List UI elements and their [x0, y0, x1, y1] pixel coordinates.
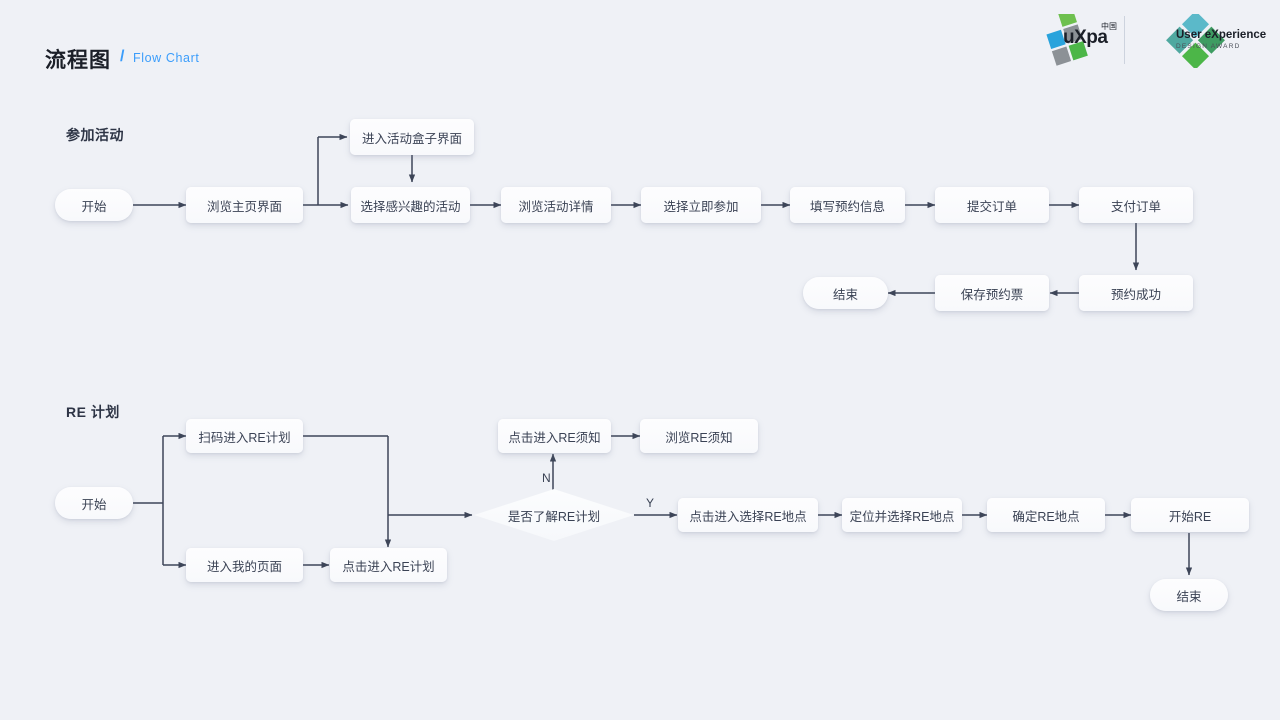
node-select-interested-activity[interactable]: 选择感兴趣的活动	[351, 187, 470, 223]
node-start-join[interactable]: 开始	[55, 189, 133, 221]
node-click-enter-re-notice[interactable]: 点击进入RE须知	[498, 419, 611, 453]
node-end-re[interactable]: 结束	[1150, 579, 1228, 611]
uxda-subtitle: DESIGN AWARD	[1176, 43, 1241, 50]
page-title-en: Flow Chart	[133, 51, 200, 65]
node-fill-booking-info[interactable]: 填写预约信息	[790, 187, 905, 223]
node-select-join-now[interactable]: 选择立即参加	[641, 187, 761, 223]
title-separator: /	[120, 48, 125, 65]
node-pay-order[interactable]: 支付订单	[1079, 187, 1193, 223]
uxpa-squares-icon	[1046, 14, 1088, 66]
node-decision-know-re-plan[interactable]: 是否了解RE计划	[474, 489, 634, 541]
node-enter-activity-box[interactable]: 进入活动盒子界面	[350, 119, 474, 155]
section-heading-re-plan: RE 计划	[66, 404, 120, 420]
edge-label-yes: Y	[646, 496, 655, 510]
logo-divider	[1124, 16, 1125, 64]
node-end-join[interactable]: 结束	[803, 277, 888, 309]
uxda-wordmark: User eXperience	[1176, 29, 1267, 41]
edge-label-no: N	[542, 471, 551, 485]
page-title: 流程图	[45, 49, 111, 72]
node-booking-success[interactable]: 预约成功	[1079, 275, 1193, 311]
node-click-choose-re-location[interactable]: 点击进入选择RE地点	[678, 498, 818, 532]
uxpa-wordmark: uXpa	[1063, 27, 1108, 48]
section-heading-join-activity: 参加活动	[66, 127, 124, 143]
node-browse-home[interactable]: 浏览主页界面	[186, 187, 303, 223]
node-save-booking-ticket[interactable]: 保存预约票	[935, 275, 1049, 311]
node-confirm-re-location[interactable]: 确定RE地点	[987, 498, 1105, 532]
uxda-diamond-icon	[1166, 14, 1225, 68]
uxpa-region-label: 中国	[1101, 22, 1117, 31]
node-start-re-activity[interactable]: 开始RE	[1131, 498, 1249, 532]
node-browse-re-notice[interactable]: 浏览RE须知	[640, 419, 758, 453]
node-browse-activity-detail[interactable]: 浏览活动详情	[501, 187, 611, 223]
node-enter-my-page[interactable]: 进入我的页面	[186, 548, 303, 582]
node-submit-order[interactable]: 提交订单	[935, 187, 1049, 223]
node-start-re[interactable]: 开始	[55, 487, 133, 519]
decision-label: 是否了解RE计划	[507, 509, 601, 524]
node-locate-select-re-location[interactable]: 定位并选择RE地点	[842, 498, 962, 532]
node-click-enter-re-plan[interactable]: 点击进入RE计划	[330, 548, 447, 582]
node-scan-enter-re-plan[interactable]: 扫码进入RE计划	[186, 419, 303, 453]
